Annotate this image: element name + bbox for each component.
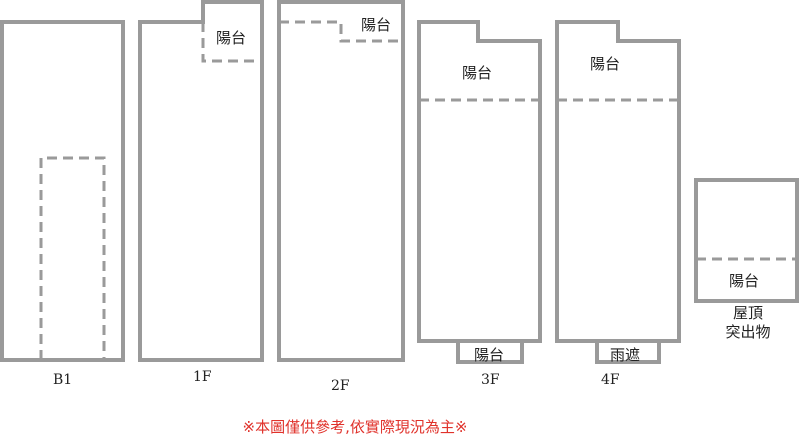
b1-outline <box>0 20 125 362</box>
plan-1f <box>138 0 264 362</box>
b1-dashed-area <box>39 156 106 360</box>
roof-projection-label: 屋頂 突出物 <box>708 304 788 342</box>
floor-label-3f: 3F <box>481 372 500 388</box>
4f-balcony-label: 陽台 <box>590 55 621 73</box>
2f-balcony-line <box>279 20 403 43</box>
3f-outline <box>417 20 542 343</box>
1f-balcony-label: 陽台 <box>216 29 247 47</box>
floor-label-4f: 4F <box>601 372 620 388</box>
plan-4f <box>555 20 681 364</box>
plan-3f <box>417 20 542 364</box>
4f-outline <box>555 20 681 343</box>
3f-balcony-label: 陽台 <box>462 64 493 82</box>
plan-roof <box>694 178 799 303</box>
roof-outline <box>694 178 799 303</box>
4f-canopy <box>595 341 661 364</box>
1f-outline <box>138 0 264 362</box>
1f-balcony-line <box>201 22 262 63</box>
plan-2f <box>277 0 405 362</box>
3f-bottom-balcony-label: 陽台 <box>474 346 505 364</box>
3f-bottom-balcony <box>456 341 524 364</box>
disclaimer-note: ※本圖僅供參考,依實際現況為主※ <box>242 418 468 436</box>
roof-label-line2: 突出物 <box>725 323 771 341</box>
floor-label-b1: B1 <box>53 372 73 388</box>
roof-label-line1: 屋頂 <box>732 304 763 322</box>
floor-label-1f: 1F <box>193 369 212 385</box>
4f-canopy-label: 雨遮 <box>610 346 641 364</box>
2f-outline <box>277 0 405 362</box>
floor-label-2f: 2F <box>331 378 350 394</box>
roof-balcony-label: 陽台 <box>729 272 760 290</box>
plan-b1 <box>0 20 125 362</box>
2f-balcony-label: 陽台 <box>361 16 392 34</box>
